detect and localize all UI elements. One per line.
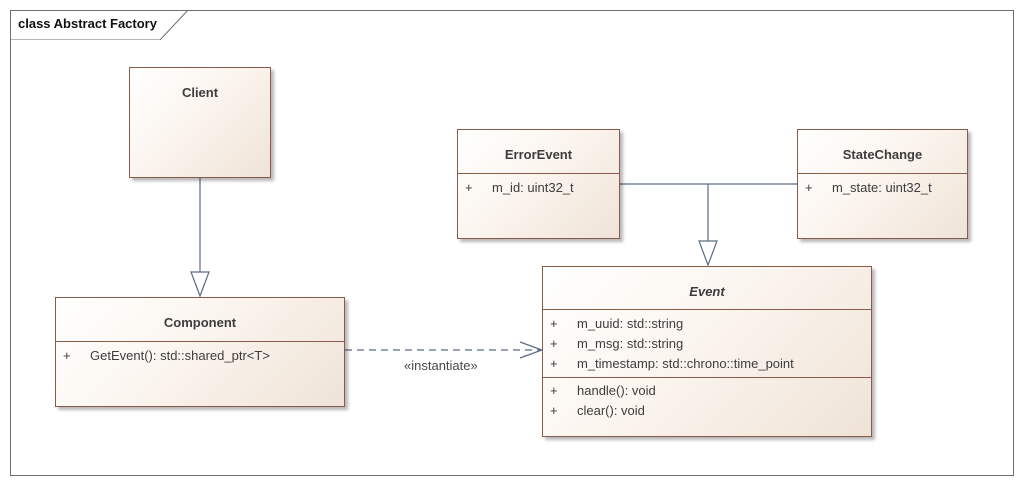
frame-title: class Abstract Factory: [18, 16, 157, 31]
attribute-text: m_uuid: std::string: [577, 316, 684, 331]
attributes-compartment: + m_uuid: std::string + m_msg: std::stri…: [543, 309, 871, 377]
attributes-compartment: + m_id: uint32_t: [458, 173, 619, 202]
class-errorevent[interactable]: ErrorEvent + m_id: uint32_t: [457, 129, 620, 239]
attribute-row[interactable]: + m_uuid: std::string: [543, 314, 871, 334]
event-generalization-arrowhead: [698, 240, 718, 267]
attribute-text: m_id: uint32_t: [492, 180, 574, 195]
operations-compartment: + GetEvent(): std::shared_ptr<T>: [56, 341, 344, 370]
attribute-row[interactable]: + m_state: uint32_t: [798, 178, 967, 198]
visibility-marker: +: [465, 180, 473, 195]
attribute-text: m_msg: std::string: [577, 336, 684, 351]
operation-row[interactable]: + GetEvent(): std::shared_ptr<T>: [56, 346, 344, 366]
class-event[interactable]: Event + m_uuid: std::string + m_msg: std…: [542, 266, 872, 437]
attribute-row[interactable]: + m_id: uint32_t: [458, 178, 619, 198]
attribute-text: m_state: uint32_t: [832, 180, 932, 195]
class-statechange[interactable]: StateChange + m_state: uint32_t: [797, 129, 968, 239]
class-name: Component: [163, 315, 237, 330]
visibility-marker: +: [550, 356, 558, 371]
operation-row[interactable]: + clear(): void: [543, 401, 871, 421]
class-name: ErrorEvent: [504, 147, 573, 162]
visibility-marker: +: [550, 336, 558, 351]
operations-compartment: + handle(): void + clear(): void: [543, 377, 871, 425]
visibility-marker: +: [550, 316, 558, 331]
attribute-text: m_timestamp: std::chrono::time_point: [577, 356, 794, 371]
operation-text: GetEvent(): std::shared_ptr<T>: [90, 348, 270, 363]
operation-text: handle(): void: [577, 383, 656, 398]
visibility-marker: +: [63, 348, 71, 363]
diagram-frame: [10, 10, 1014, 476]
attributes-compartment: + m_state: uint32_t: [798, 173, 967, 202]
visibility-marker: +: [805, 180, 813, 195]
class-component[interactable]: Component + GetEvent(): std::shared_ptr<…: [55, 297, 345, 407]
client-component-generalization-arrowhead: [190, 271, 210, 298]
visibility-marker: +: [550, 383, 558, 398]
instantiate-stereotype-label: «instantiate»: [404, 358, 478, 373]
visibility-marker: +: [550, 403, 558, 418]
class-name: StateChange: [842, 147, 923, 162]
attribute-row[interactable]: + m_msg: std::string: [543, 334, 871, 354]
frame-title-tab: [10, 10, 189, 40]
class-client[interactable]: Client: [129, 67, 271, 178]
class-name: Event: [689, 284, 725, 299]
attribute-row[interactable]: + m_timestamp: std::chrono::time_point: [543, 354, 871, 374]
operation-row[interactable]: + handle(): void: [543, 381, 871, 401]
operation-text: clear(): void: [577, 403, 645, 418]
class-name: Client: [181, 85, 219, 100]
